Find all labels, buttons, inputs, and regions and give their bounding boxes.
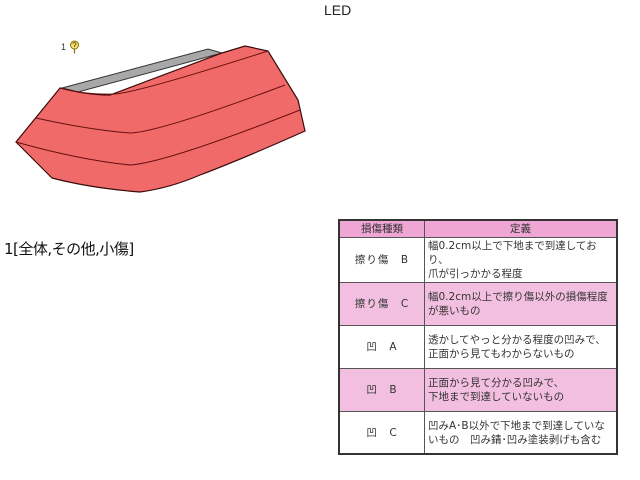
table-row: 凹 B 正面から見て分かる凹みで、 下地まで到達していないもの (338, 368, 618, 412)
table-header-row: 損傷種類 定義 (338, 219, 618, 238)
table-row: 凹 C 凹みA･B以外で下地まで到達していな いもの 凹み錆･凹み塗装剥げも含む (338, 411, 618, 455)
damage-marker[interactable]: 1 (61, 40, 80, 54)
definition-line: 下地まで到達していないもの (428, 391, 565, 403)
definition-line: 透かしてやっと分かる程度の凹みで、 (428, 334, 606, 346)
definition-cell: 幅0.2cm以上で擦り傷以外の損傷程度 が悪いもの (424, 282, 618, 326)
definition-line: が悪いもの (428, 305, 481, 317)
definition-cell: 幅0.2cm以上で下地まで到達しており、 爪が引っかかる程度 (424, 237, 618, 283)
table-row: 擦り傷 C 幅0.2cm以上で擦り傷以外の損傷程度 が悪いもの (338, 282, 618, 326)
pin-question-icon (70, 40, 80, 54)
header-definition: 定義 (424, 219, 618, 238)
lamp-line-1 (59, 50, 269, 95)
lamp-line-3 (15, 109, 301, 166)
damage-type-cell: 凹 C (338, 411, 425, 455)
lamp-line-2 (35, 84, 286, 134)
definition-cell: 凹みA･B以外で下地まで到達していな いもの 凹み錆･凹み塗装剥げも含む (424, 411, 618, 455)
definition-line: 幅0.2cm以上で下地まで到達しており、 (428, 240, 597, 266)
marker-number: 1 (61, 42, 67, 52)
damage-type-cell: 擦り傷 B (338, 237, 425, 283)
definition-cell: 正面から見て分かる凹みで、 下地まで到達していないもの (424, 368, 618, 412)
page-title: LED (324, 2, 352, 18)
definition-line: 正面から見てもわからないもの (428, 348, 575, 360)
led-lamp-diagram (15, 45, 306, 193)
definition-line: 爪が引っかかる程度 (428, 268, 523, 280)
damage-type-cell: 凹 A (338, 325, 425, 369)
damage-definition-table: 損傷種類 定義 擦り傷 B 幅0.2cm以上で下地まで到達しており、 爪が引っか… (338, 219, 618, 455)
definition-line: 幅0.2cm以上で擦り傷以外の損傷程度 (428, 291, 608, 303)
definition-line: 正面から見て分かる凹みで、 (428, 377, 565, 389)
part-damage-label: 1[全体,その他,小傷] (4, 240, 134, 258)
damage-type-cell: 擦り傷 C (338, 282, 425, 326)
definition-cell: 透かしてやっと分かる程度の凹みで、 正面から見てもわからないもの (424, 325, 618, 369)
definition-line: 凹みA･B以外で下地まで到達していな (428, 419, 605, 432)
table-row: 擦り傷 B 幅0.2cm以上で下地まで到達しており、 爪が引っかかる程度 (338, 237, 618, 283)
header-damage-type: 損傷種類 (338, 219, 425, 238)
table-row: 凹 A 透かしてやっと分かる程度の凹みで、 正面から見てもわからないもの (338, 325, 618, 369)
definition-line: いもの 凹み錆･凹み塗装剥げも含む (428, 433, 602, 446)
damage-type-cell: 凹 B (338, 368, 425, 412)
lamp-body[interactable] (15, 45, 306, 193)
